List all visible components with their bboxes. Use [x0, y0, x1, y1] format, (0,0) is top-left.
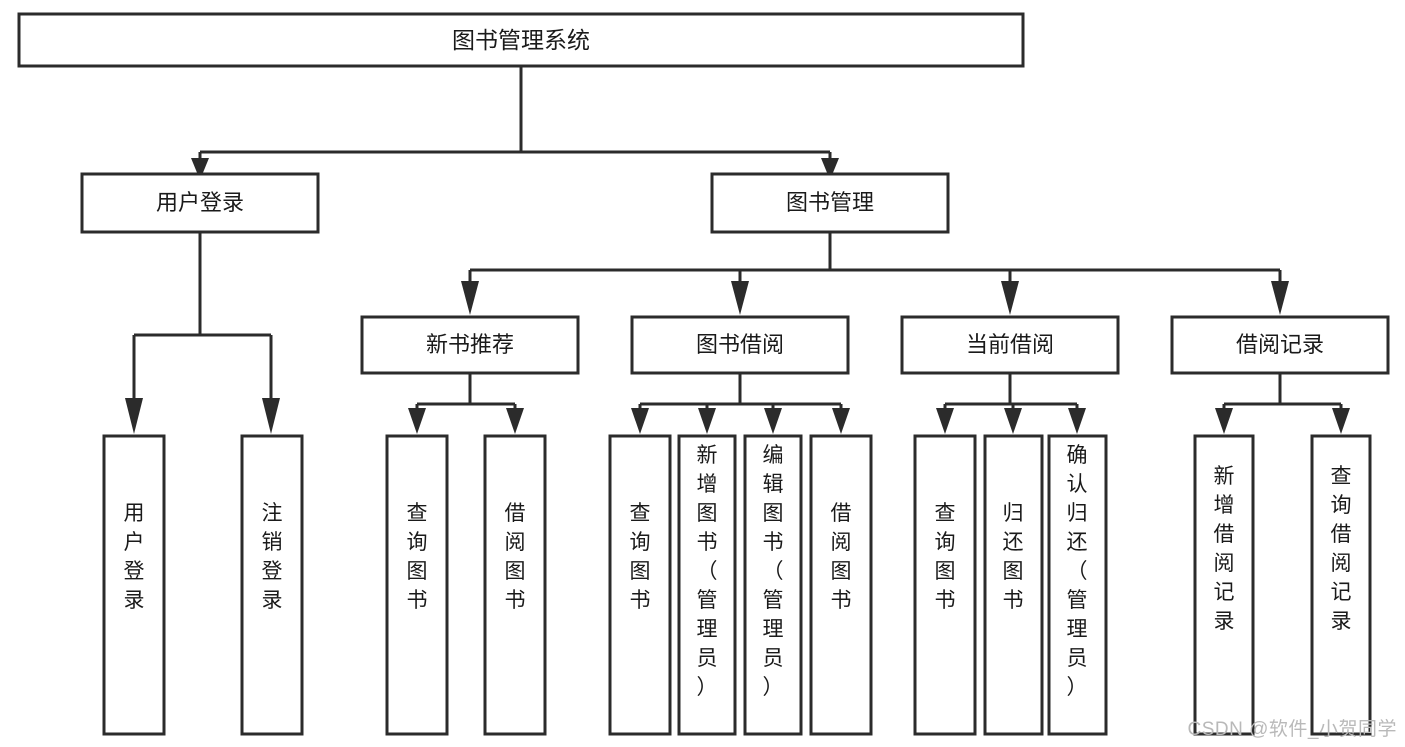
node-leaf-user-login[interactable]: 用户登录	[102, 434, 166, 736]
node-leaf-return-book-label: 归还图书	[1003, 502, 1024, 612]
arrow-head-leaf-confirm-return	[1068, 408, 1086, 434]
node-leaf-confirm-return[interactable]: 确认归还（管理员）	[1047, 434, 1108, 736]
node-leaf-borrow-book-1[interactable]: 借阅图书	[483, 434, 547, 736]
node-leaf-query-book-2-label: 查询图书	[630, 502, 651, 612]
node-current-borrow[interactable]: 当前借阅	[900, 315, 1120, 375]
leaf-layer: 用户登录 注销登录 查询图书 借阅图书 查询图书 新增图书（管理员）	[102, 434, 1372, 736]
node-new-book-recommend[interactable]: 新书推荐	[360, 315, 580, 375]
node-leaf-user-logout[interactable]: 注销登录	[240, 434, 304, 736]
node-borrow-record-box[interactable]	[1170, 315, 1390, 375]
arrow-head-leaf-query-record	[1332, 408, 1350, 434]
arrow-head-borrow-record	[1271, 281, 1289, 315]
node-leaf-user-logout-box[interactable]	[240, 434, 304, 736]
node-root-label: 图书管理系统	[452, 27, 590, 53]
node-leaf-add-record-box[interactable]	[1193, 434, 1255, 736]
arrow-head-user-login	[191, 158, 209, 180]
node-leaf-edit-book-label: 编辑图书（管理员）	[763, 444, 784, 699]
node-book-management[interactable]: 图书管理	[710, 172, 950, 234]
node-leaf-user-logout-label: 注销登录	[262, 502, 283, 612]
node-leaf-query-record-box[interactable]	[1310, 434, 1372, 736]
node-root[interactable]: 图书管理系统	[17, 12, 1025, 68]
node-current-borrow-box[interactable]	[900, 315, 1120, 375]
node-leaf-add-book[interactable]: 新增图书（管理员）	[677, 434, 737, 736]
node-book-management-label: 图书管理	[786, 190, 874, 215]
node-user-login-box[interactable]	[80, 172, 320, 234]
node-leaf-confirm-return-label: 确认归还（管理员）	[1067, 444, 1088, 699]
node-book-borrow-box[interactable]	[630, 315, 850, 375]
arrow-head-new-book-recommend	[461, 281, 479, 315]
node-leaf-query-record[interactable]: 查询借阅记录	[1310, 434, 1372, 736]
node-new-book-recommend-label: 新书推荐	[426, 332, 514, 357]
node-user-login-label: 用户登录	[156, 190, 244, 215]
node-leaf-query-book-3-label: 查询图书	[935, 502, 956, 612]
node-leaf-borrow-book-1-box[interactable]	[483, 434, 547, 736]
connector-layer	[125, 66, 1350, 434]
arrow-head-current-borrow	[1001, 281, 1019, 315]
node-user-login[interactable]: 用户登录	[80, 172, 320, 234]
node-borrow-record-label: 借阅记录	[1236, 332, 1324, 357]
node-leaf-query-record-label: 查询借阅记录	[1331, 465, 1352, 633]
arrow-head-leaf-query-book-1	[408, 408, 426, 434]
node-leaf-edit-book-box[interactable]	[743, 434, 803, 736]
node-leaf-add-record[interactable]: 新增借阅记录	[1193, 434, 1255, 736]
node-leaf-query-book-1-box[interactable]	[385, 434, 449, 736]
node-leaf-confirm-return-box[interactable]	[1047, 434, 1108, 736]
arrow-head-leaf-user-login	[125, 398, 143, 434]
node-leaf-user-login-label: 用户登录	[124, 502, 145, 612]
arrow-head-leaf-edit-book	[764, 408, 782, 434]
node-leaf-add-book-box[interactable]	[677, 434, 737, 736]
arrow-head-book-management	[821, 158, 839, 180]
arrow-head-leaf-user-logout	[262, 398, 280, 434]
node-leaf-return-book[interactable]: 归还图书	[983, 434, 1044, 736]
node-leaf-query-book-3[interactable]: 查询图书	[913, 434, 977, 736]
node-leaf-return-book-box[interactable]	[983, 434, 1044, 736]
node-leaf-query-book-1[interactable]: 查询图书	[385, 434, 449, 736]
node-current-borrow-label: 当前借阅	[966, 332, 1054, 357]
node-leaf-borrow-book-2[interactable]: 借阅图书	[809, 434, 873, 736]
arrow-head-book-borrow	[731, 281, 749, 315]
node-leaf-user-login-box[interactable]	[102, 434, 166, 736]
node-book-borrow-label: 图书借阅	[696, 332, 784, 357]
node-leaf-query-book-3-box[interactable]	[913, 434, 977, 736]
node-leaf-borrow-book-2-box[interactable]	[809, 434, 873, 736]
arrow-head-leaf-query-book-2	[631, 408, 649, 434]
arrow-head-leaf-query-book-3	[936, 408, 954, 434]
arrow-head-leaf-add-book	[698, 408, 716, 434]
node-new-book-recommend-box[interactable]	[360, 315, 580, 375]
node-root-box[interactable]	[17, 12, 1025, 68]
node-leaf-add-book-label: 新增图书（管理员）	[697, 444, 718, 699]
node-leaf-query-book-2-box[interactable]	[608, 434, 672, 736]
node-leaf-edit-book[interactable]: 编辑图书（管理员）	[743, 434, 803, 736]
node-leaf-add-record-label: 新增借阅记录	[1214, 465, 1235, 633]
node-leaf-query-book-1-label: 查询图书	[407, 502, 428, 612]
arrow-head-leaf-borrow-book-1	[506, 408, 524, 434]
node-leaf-query-book-2[interactable]: 查询图书	[608, 434, 672, 736]
arrow-head-leaf-return-book	[1004, 408, 1022, 434]
arrow-head-leaf-borrow-book-2	[832, 408, 850, 434]
node-book-management-box[interactable]	[710, 172, 950, 234]
node-borrow-record[interactable]: 借阅记录	[1170, 315, 1390, 375]
arrow-head-leaf-add-record	[1215, 408, 1233, 434]
node-leaf-borrow-book-1-label: 借阅图书	[505, 502, 526, 612]
node-leaf-borrow-book-2-label: 借阅图书	[831, 502, 852, 612]
node-book-borrow[interactable]: 图书借阅	[630, 315, 850, 375]
